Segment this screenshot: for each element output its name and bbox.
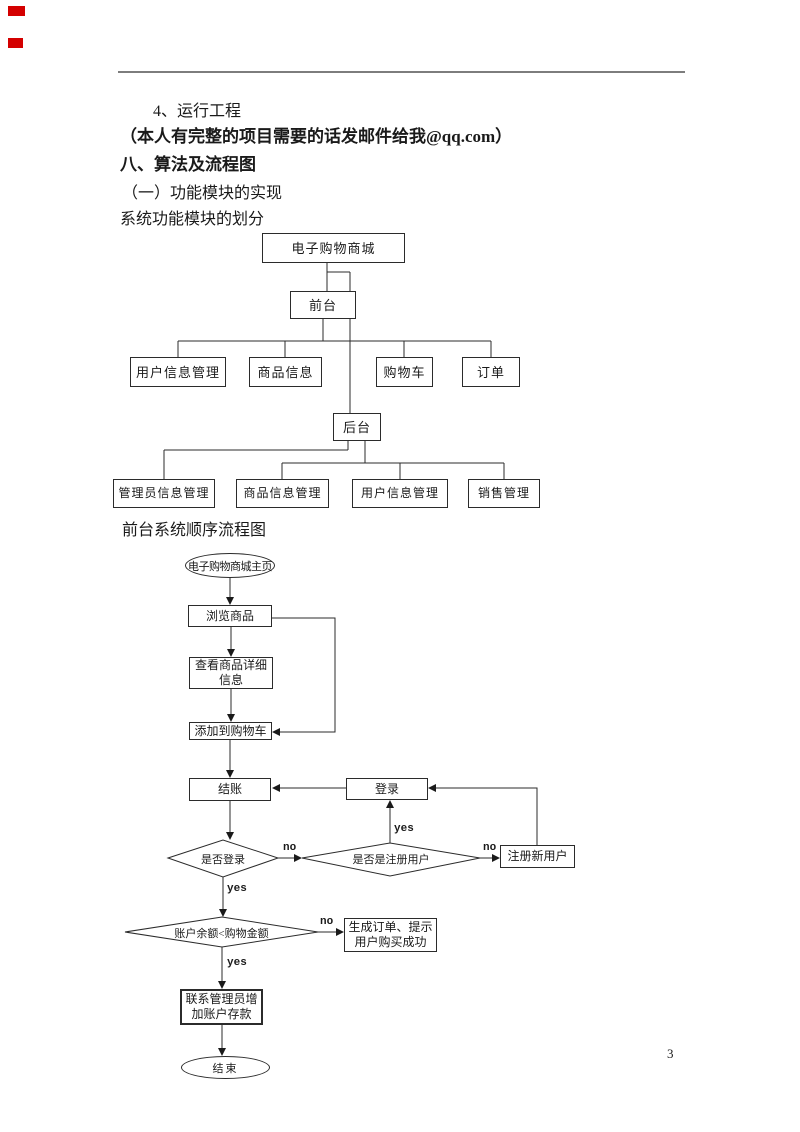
module-chart-caption: 系统功能模块的划分: [120, 211, 265, 228]
section-title: 八、算法及流程图: [120, 155, 256, 174]
branch-label-yes-balance: yes: [227, 883, 247, 895]
flow-browse-box: 浏览商品: [188, 605, 272, 627]
flowchart-caption: 前台系统顺序流程图: [122, 522, 267, 539]
flow-contact-admin-box: 联系管理员增加账户存款: [180, 989, 263, 1025]
module-back-child-label: 管理员信息管理: [118, 486, 210, 500]
module-front-child-label: 用户信息管理: [135, 364, 220, 380]
branch-label-no-balance: no: [320, 916, 334, 928]
module-back-box: 后台: [333, 413, 381, 441]
module-back-label: 后台: [342, 419, 371, 435]
subsection-title: （一）功能模块的实现: [122, 185, 283, 202]
flow-decision-balance-label: 账户余额<购物金额: [174, 928, 269, 940]
module-back-child-label: 用户信息管理: [360, 486, 439, 500]
flow-view-detail-box: 查看商品详细信息: [189, 657, 273, 689]
flow-view-detail-label: 查看商品详细信息: [194, 658, 267, 687]
module-front-child-label: 购物车: [383, 364, 426, 380]
module-back-child-sales: 销售管理: [468, 479, 540, 508]
flow-start-ellipse: 电子购物商城主页: [185, 553, 275, 578]
module-root-box: 电子购物商城: [262, 233, 405, 263]
note-line: （本人有完整的项目需要的话发邮件给我@qq.com）: [120, 127, 513, 146]
module-back-child-admin: 管理员信息管理: [113, 479, 215, 508]
flow-add-cart-box: 添加到购物车: [189, 722, 272, 740]
flow-generate-order-box: 生成订单、提示用户购买成功: [344, 918, 437, 952]
flow-browse-label: 浏览商品: [205, 608, 254, 623]
module-front-child-label: 订单: [476, 364, 505, 380]
flow-login-label: 登录: [374, 781, 399, 796]
branch-label-yes-contact: yes: [227, 957, 247, 969]
module-front-child-order: 订单: [462, 357, 520, 387]
flow-register-box: 注册新用户: [500, 845, 575, 868]
heading-item: 4、运行工程: [153, 103, 242, 120]
branch-label-yes-login: yes: [394, 823, 414, 835]
flow-end-label: 结束: [212, 1062, 239, 1075]
module-back-child-label: 商品信息管理: [243, 486, 322, 500]
module-front-child-cart: 购物车: [376, 357, 433, 387]
module-back-child-users: 用户信息管理: [352, 479, 448, 508]
branch-label-no-registered: no: [483, 842, 497, 854]
module-root-label: 电子购物商城: [291, 240, 376, 256]
branch-label-no-login: no: [283, 842, 297, 854]
module-front-child-users: 用户信息管理: [130, 357, 226, 387]
red-mark-1: [8, 6, 25, 16]
flow-checkout-box: 结账: [189, 778, 271, 801]
module-front-child-label: 商品信息: [257, 364, 314, 380]
module-front-box: 前台: [290, 291, 356, 319]
red-mark-2: [8, 38, 23, 48]
flow-login-box: 登录: [346, 778, 428, 800]
module-back-child-goods: 商品信息管理: [236, 479, 329, 508]
module-back-child-label: 销售管理: [477, 486, 530, 500]
flow-decision-registered-label: 是否是注册用户: [352, 854, 430, 866]
flow-contact-admin-label: 联系管理员增加账户存款: [185, 992, 258, 1021]
flow-add-cart-label: 添加到购物车: [194, 723, 267, 738]
header-rule: [118, 71, 685, 73]
flow-register-label: 注册新用户: [507, 849, 568, 863]
flow-checkout-label: 结账: [217, 782, 242, 796]
page-number: 3: [667, 1046, 674, 1061]
module-front-label: 前台: [308, 297, 337, 313]
module-front-child-goods: 商品信息: [249, 357, 322, 387]
flow-decision-login-label: 是否登录: [201, 854, 245, 866]
flow-end-ellipse: 结束: [181, 1056, 270, 1079]
flow-generate-order-label: 生成订单、提示用户购买成功: [348, 920, 433, 949]
flow-start-label: 电子购物商城主页: [188, 560, 273, 573]
